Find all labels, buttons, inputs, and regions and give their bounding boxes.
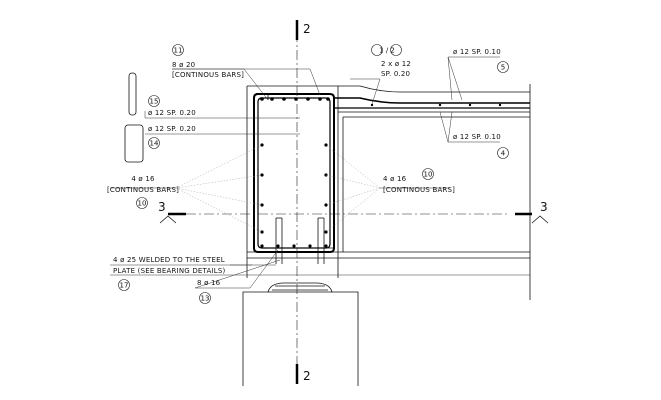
label-5-value: ø 12 SP. 0.10 — [453, 48, 501, 56]
label-group-10-left: 4 ø 16 [CONTINOUS BARS] 10 — [107, 175, 179, 209]
label-group-5: ø 12 SP. 0.10 5 — [453, 48, 509, 73]
label-11-desc: [CONTINOUS BARS] — [172, 71, 244, 79]
label-11-value: 8 ø 20 — [172, 61, 195, 69]
beam-outline — [110, 84, 531, 300]
bar-shape-15 — [128, 72, 137, 116]
tag-10-left: 10 — [138, 200, 147, 208]
tag-5: 5 — [501, 64, 505, 72]
leader-lines — [110, 56, 500, 289]
label-group-11: 11 8 ø 20 [CONTINOUS BARS] — [172, 44, 244, 79]
label-4-value: ø 12 SP. 0.10 — [453, 133, 501, 141]
section-3-right-label: 3 — [540, 200, 548, 214]
tag-13: 13 — [201, 295, 210, 303]
label-10-right-desc: [CONTINOUS BARS] — [383, 186, 455, 194]
label-10-left-desc: [CONTINOUS BARS] — [107, 186, 179, 194]
label-group-4: ø 12 SP. 0.10 4 — [453, 133, 509, 159]
label-13-value: 8 ø 16 — [197, 279, 221, 287]
label-12-desc: SP. 0.20 — [381, 70, 410, 78]
label-group-1-2: 1 / 2 2 x ø 12 SP. 0.20 — [371, 44, 411, 78]
tag-1-2: 1 / 2 — [379, 47, 395, 55]
tag-15: 15 — [150, 98, 159, 106]
label-17-line1: 4 ø 25 WELDED TO THE STEEL — [113, 256, 225, 264]
label-17-line2: PLATE (SEE BEARING DETAILS) — [113, 267, 225, 275]
label-15-value: ø 12 SP. 0.20 — [148, 109, 196, 117]
bar-shape-14 — [124, 124, 144, 163]
tag-10-right: 10 — [424, 171, 433, 179]
label-group-13: 8 ø 16 13 — [197, 279, 221, 304]
label-10-right-value: 4 ø 16 — [383, 175, 407, 183]
tag-4: 4 — [501, 150, 506, 158]
label-group-10-right: 4 ø 16 10 [CONTINOUS BARS] — [383, 168, 455, 194]
section-3-left-label: 3 — [158, 200, 166, 214]
label-14-value: ø 12 SP. 0.20 — [148, 125, 196, 133]
section-2-bottom-label: 2 — [303, 369, 311, 383]
label-12-value: 2 x ø 12 — [381, 60, 411, 68]
tag-11: 11 — [174, 47, 183, 55]
tag-17: 17 — [120, 282, 129, 290]
section-2-top-label: 2 — [303, 22, 311, 36]
section-line-3 — [159, 212, 549, 224]
label-group-14: ø 12 SP. 0.20 14 — [148, 125, 196, 149]
pier-outline — [242, 282, 359, 386]
rebar-dots — [260, 97, 502, 248]
tag-14: 14 — [150, 140, 159, 148]
label-group-17: 4 ø 25 WELDED TO THE STEEL PLATE (SEE BE… — [113, 256, 225, 291]
label-group-15: 15 ø 12 SP. 0.20 — [148, 95, 196, 117]
label-10-left-value: 4 ø 16 — [131, 175, 155, 183]
